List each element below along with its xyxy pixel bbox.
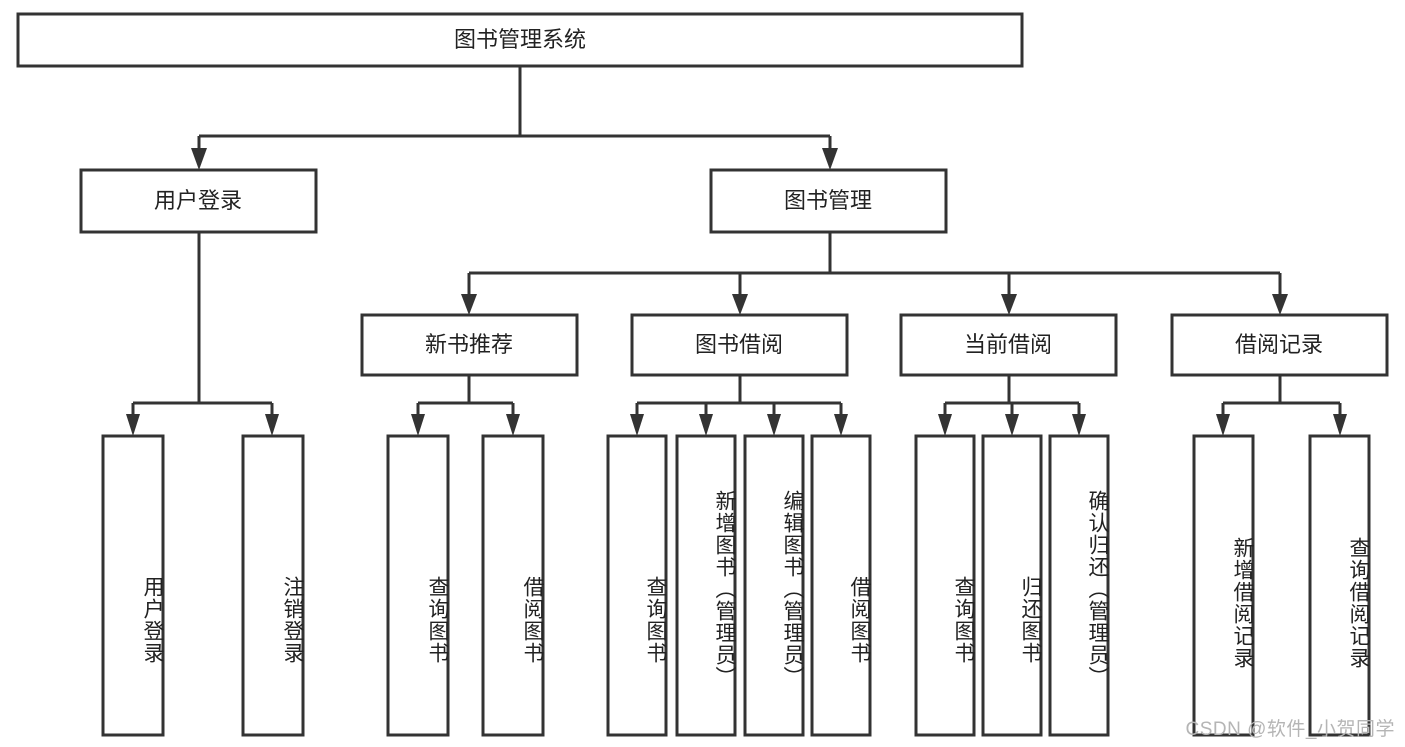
node-borrow-record[interactable]: 借阅记录 — [1170, 313, 1389, 377]
node-book-borrow-box[interactable] — [630, 313, 849, 377]
arrowhead-ul-leaf2 — [265, 414, 279, 436]
node-root-box[interactable] — [16, 12, 1024, 68]
node-book-borrow[interactable]: 图书借阅 — [630, 313, 849, 377]
node-user-login-label: 用户登录 — [154, 188, 242, 213]
node-book-management[interactable]: 图书管理 — [709, 168, 948, 234]
leaf-box-new-book-recommend-2[interactable] — [481, 434, 545, 737]
leaf-box-current-borrow-1[interactable] — [914, 434, 976, 737]
arrowhead-cb-leaf3 — [1072, 414, 1086, 436]
node-borrow-record-box[interactable] — [1170, 313, 1389, 377]
arrowhead-borrow-record — [1272, 294, 1288, 315]
leaf-box-book-borrow-3[interactable] — [743, 434, 805, 737]
arrowhead-current-borrow — [1001, 294, 1017, 315]
node-borrow-record-label: 借阅记录 — [1235, 332, 1323, 357]
node-root-label: 图书管理系统 — [454, 27, 586, 52]
connector-group-book-borrow — [630, 375, 848, 436]
arrowhead-bb-leaf4 — [834, 414, 848, 436]
leaf-box-borrow-record-2[interactable] — [1308, 434, 1371, 737]
node-current-borrow-label: 当前借阅 — [964, 332, 1052, 357]
connector-group-book-mgmt — [461, 232, 1288, 315]
arrowhead-cb-leaf1 — [938, 414, 952, 436]
node-user-login[interactable]: 用户登录 — [79, 168, 318, 234]
connector-group-new-book-recommend — [411, 375, 520, 436]
arrowhead-nbr-leaf2 — [506, 414, 520, 436]
node-new-book-recommend[interactable]: 新书推荐 — [360, 313, 579, 377]
leaf-box-current-borrow-3[interactable] — [1048, 434, 1110, 737]
arrowhead-bb-leaf1 — [630, 414, 644, 436]
leaf-box-current-borrow-2[interactable] — [981, 434, 1043, 737]
connector-group-current-borrow — [938, 375, 1086, 436]
leaf-box-new-book-recommend-1[interactable] — [386, 434, 450, 737]
leaf-box-borrow-record-1[interactable] — [1192, 434, 1255, 737]
node-new-book-recommend-label: 新书推荐 — [425, 332, 513, 357]
watermark-text: CSDN @软件_小贺同学 — [1185, 719, 1395, 740]
node-root[interactable]: 图书管理系统 — [16, 12, 1024, 68]
arrowhead-br-leaf1 — [1216, 414, 1230, 436]
connector-group-user-login — [126, 232, 279, 436]
node-book-management-box[interactable] — [709, 168, 948, 234]
connector-group-root — [191, 66, 838, 170]
connector-group-borrow-record — [1216, 375, 1347, 436]
node-book-management-label: 图书管理 — [784, 188, 872, 213]
arrowhead-nbr-leaf1 — [411, 414, 425, 436]
leaf-box-user-login-2[interactable] — [241, 434, 305, 737]
node-book-borrow-label: 图书借阅 — [695, 332, 783, 357]
arrowhead-cb-leaf2 — [1005, 414, 1019, 436]
leaf-box-user-login-1[interactable] — [101, 434, 165, 737]
arrowhead-br-leaf2 — [1333, 414, 1347, 436]
leaf-box-book-borrow-4[interactable] — [810, 434, 872, 737]
arrowhead-bb-leaf2 — [699, 414, 713, 436]
node-current-borrow-box[interactable] — [899, 313, 1118, 377]
arrowhead-book-borrow — [732, 294, 748, 315]
arrowhead-bb-leaf3 — [767, 414, 781, 436]
leaf-box-book-borrow-1[interactable] — [606, 434, 668, 737]
arrowhead-ul-leaf1 — [126, 414, 140, 436]
node-current-borrow[interactable]: 当前借阅 — [899, 313, 1118, 377]
node-user-login-box[interactable] — [79, 168, 318, 234]
leaf-box-book-borrow-2[interactable] — [675, 434, 737, 737]
arrowhead-new-book-recommend — [461, 294, 477, 315]
node-new-book-recommend-box[interactable] — [360, 313, 579, 377]
arrowhead-book-mgmt — [822, 148, 838, 170]
arrowhead-user-login — [191, 148, 207, 170]
